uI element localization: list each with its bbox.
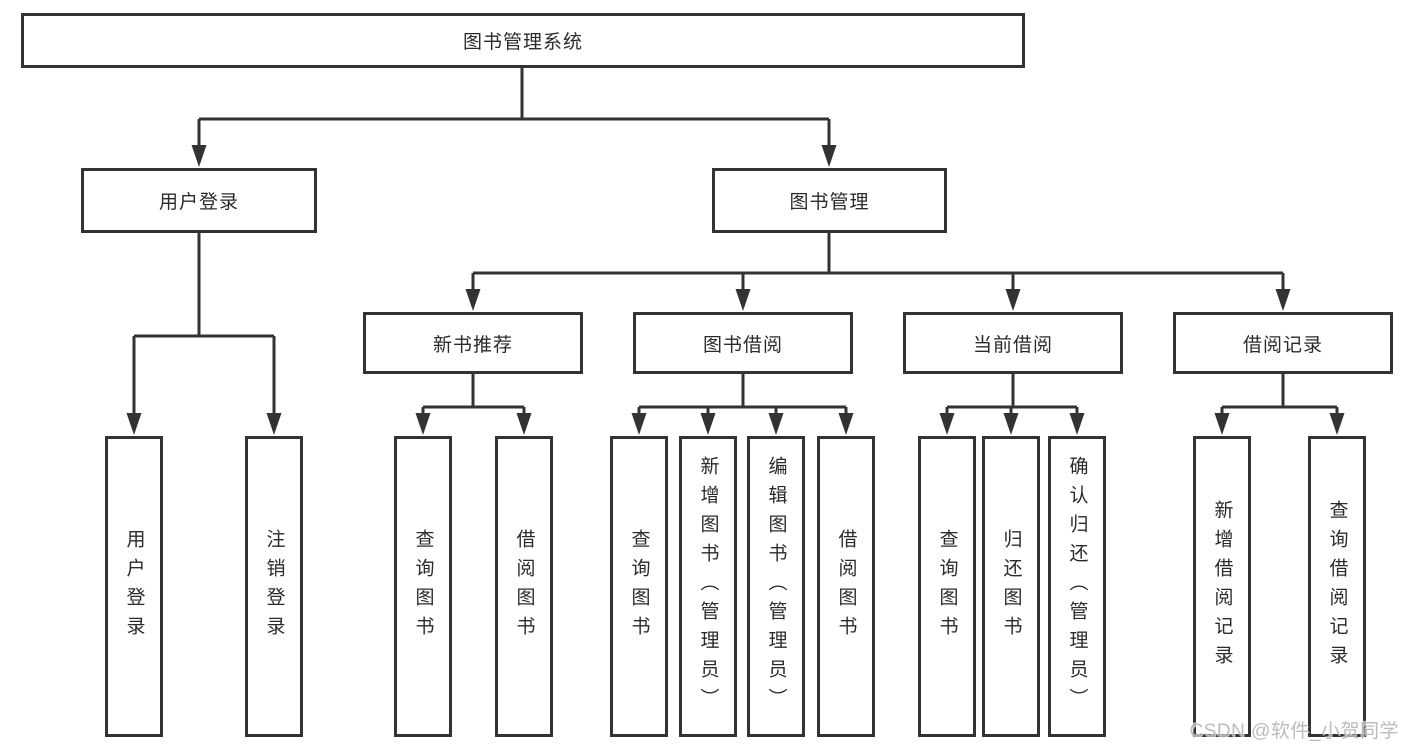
arrowheads <box>126 145 1345 435</box>
node-book-borrow: 图书借阅 <box>633 312 853 374</box>
arrow-icon <box>735 289 751 311</box>
arrow-icon <box>1005 289 1021 311</box>
leaf-add-borrow-record: 新增借阅记录 <box>1193 436 1251 737</box>
arrow-icon <box>465 289 481 311</box>
node-current-borrow: 当前借阅 <box>903 312 1123 374</box>
node-library-management-system: 图书管理系统 <box>21 13 1025 68</box>
node-user-login: 用户登录 <box>81 168 317 233</box>
csdn-watermark: CSDN @软件_小贺同学 <box>1189 721 1399 742</box>
arrow-icon <box>415 413 431 435</box>
leaf-query-borrow-record: 查询借阅记录 <box>1308 436 1366 737</box>
leaf-return-books: 归还图书 <box>982 436 1040 737</box>
leaf-query-books-borrow: 查询图书 <box>610 436 668 737</box>
leaf-query-books-recommend: 查询图书 <box>394 436 452 737</box>
leaf-add-books-admin: 新增图书（管理员） <box>679 436 737 737</box>
leaf-edit-books-admin: 编辑图书（管理员） <box>747 436 805 737</box>
leaf-borrow-books: 借阅图书 <box>817 436 875 737</box>
leaf-logout: 注销登录 <box>245 436 303 737</box>
arrow-icon <box>631 413 647 435</box>
arrow-icon <box>939 413 955 435</box>
leaf-query-books-current: 查询图书 <box>918 436 976 737</box>
leaf-borrow-books-recommend: 借阅图书 <box>495 436 553 737</box>
arrow-icon <box>516 413 532 435</box>
leaf-user-login: 用户登录 <box>105 436 163 737</box>
arrow-icon <box>700 413 716 435</box>
arrow-icon <box>768 413 784 435</box>
leaf-confirm-return-admin: 确认归还（管理员） <box>1048 436 1106 737</box>
arrow-icon <box>266 413 282 435</box>
node-new-book-recommend: 新书推荐 <box>363 312 583 374</box>
arrow-icon <box>1275 289 1291 311</box>
arrow-icon <box>1214 413 1230 435</box>
arrow-icon <box>1329 413 1345 435</box>
arrow-icon <box>821 145 837 167</box>
arrow-icon <box>1003 413 1019 435</box>
arrow-icon <box>838 413 854 435</box>
arrow-icon <box>1069 413 1085 435</box>
arrow-icon <box>191 145 207 167</box>
arrow-icon <box>126 413 142 435</box>
node-borrow-records: 借阅记录 <box>1173 312 1393 374</box>
node-book-management: 图书管理 <box>712 168 947 233</box>
